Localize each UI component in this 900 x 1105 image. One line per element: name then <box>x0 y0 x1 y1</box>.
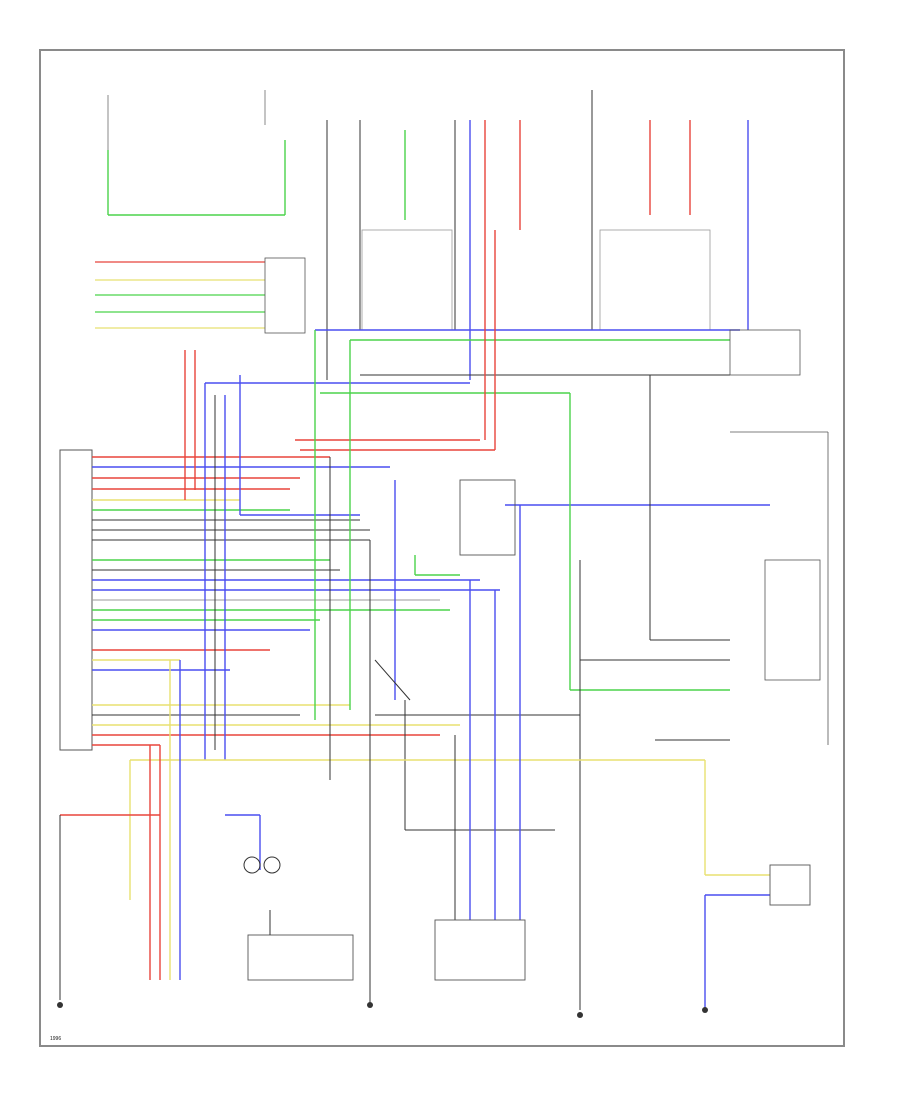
center-switch <box>374 479 555 831</box>
bottom-center-switch <box>434 505 526 981</box>
diagram-border <box>39 49 845 1047</box>
right-harness <box>375 329 829 1010</box>
ecm-harness <box>92 456 500 746</box>
ecm-connector <box>59 449 93 751</box>
footer-code: 1996 <box>50 1036 61 1042</box>
cross-harness <box>184 210 740 760</box>
ground-symbols <box>57 1002 708 1018</box>
relay-box-left <box>361 229 453 331</box>
top-center-wires <box>326 90 749 380</box>
relay-box-right <box>599 229 711 331</box>
bottom-left-wires <box>59 457 371 1005</box>
top-fuse-left <box>107 90 286 216</box>
yellow-run <box>129 759 811 1010</box>
left-upper-feeds <box>95 257 306 334</box>
